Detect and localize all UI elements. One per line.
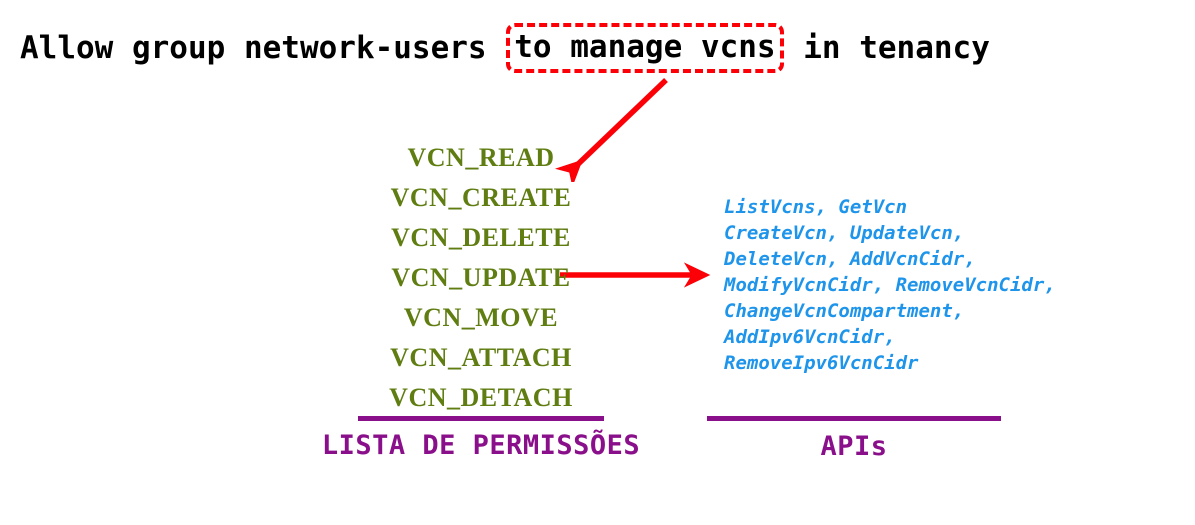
- api-line: ChangeVcnCompartment,: [724, 300, 965, 322]
- permissions-caption-rule: [358, 416, 604, 421]
- apis-list: ListVcns, GetVcn CreateVcn, UpdateVcn, D…: [724, 194, 1184, 376]
- policy-suffix-text: in tenancy: [784, 30, 990, 66]
- api-line: CreateVcn, UpdateVcn,: [724, 222, 965, 244]
- policy-prefix-text: Allow group network-users: [20, 30, 506, 66]
- permissions-caption-label: LISTA DE PERMISSÕES: [321, 430, 641, 461]
- apis-caption-rule: [707, 416, 1001, 421]
- apis-caption-block: APIs: [707, 416, 1001, 462]
- api-line: DeleteVcn, AddVcnCidr,: [724, 248, 976, 270]
- apis-caption-label: APIs: [820, 431, 888, 462]
- policy-highlight-box: to manage vcns: [506, 23, 784, 73]
- api-line: RemoveIpv6VcnCidr: [724, 352, 919, 374]
- api-line: ModifyVcnCidr, RemoveVcnCidr,: [724, 274, 1056, 296]
- api-line: AddIpv6VcnCidr,: [724, 326, 896, 348]
- permission-item: VCN_DELETE: [391, 223, 571, 252]
- permission-item: VCN_DETACH: [389, 383, 573, 412]
- permission-item: VCN_ATTACH: [390, 343, 572, 372]
- api-line: ListVcns, GetVcn: [724, 196, 908, 218]
- policy-statement: Allow group network-users to manage vcns…: [20, 22, 990, 74]
- arrow-permissions-to-apis-icon: [560, 262, 711, 288]
- arrow-policy-to-permissions-icon: [554, 78, 668, 182]
- policy-highlight-text: to manage vcns: [514, 29, 776, 65]
- permission-item: VCN_MOVE: [403, 303, 559, 332]
- permissions-list: VCN_READ VCN_CREATE VCN_DELETE VCN_UPDAT…: [352, 138, 610, 418]
- permission-item: VCN_CREATE: [390, 183, 572, 212]
- permissions-caption-block: LISTA DE PERMISSÕES: [292, 416, 670, 461]
- permission-item: VCN_UPDATE: [391, 263, 571, 292]
- permission-item: VCN_READ: [407, 143, 555, 172]
